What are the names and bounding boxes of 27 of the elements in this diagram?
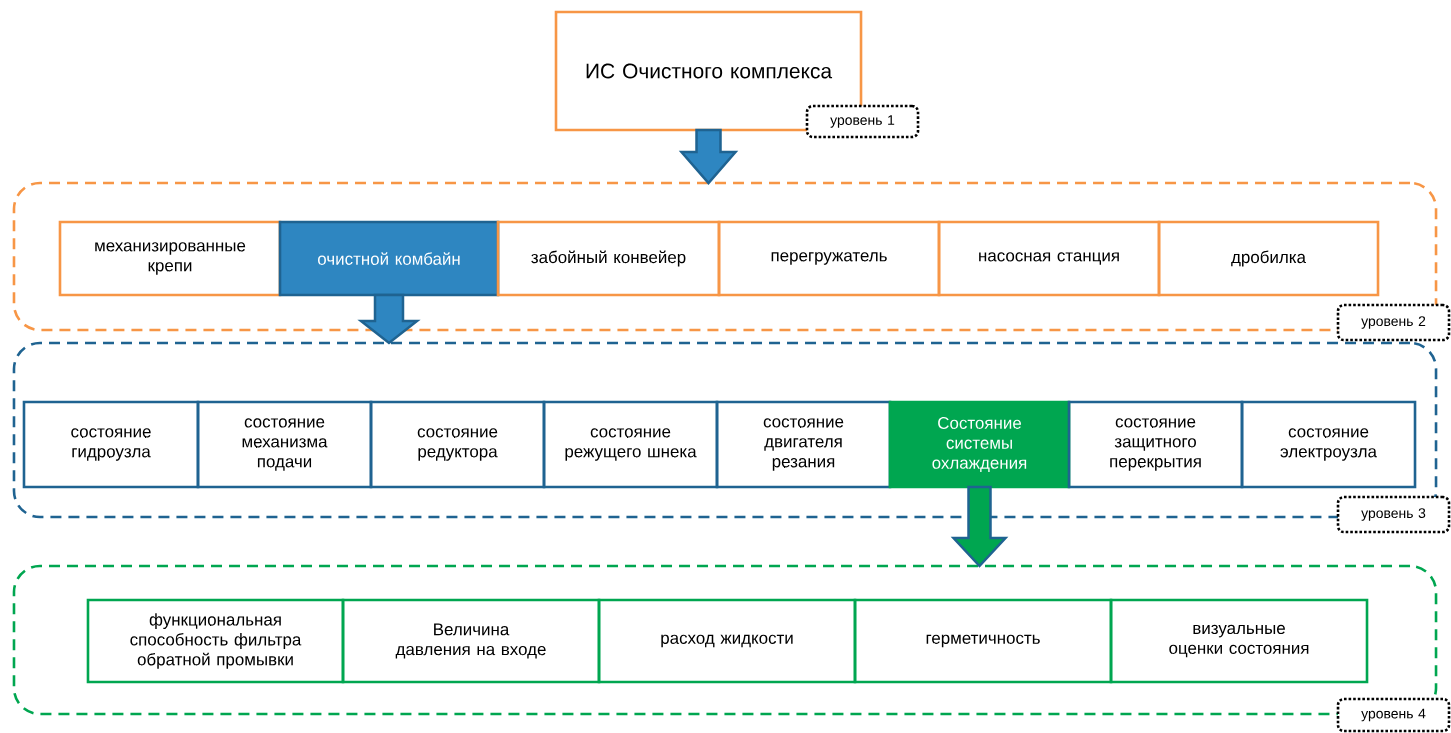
parameter-box: Величина давления на входе [341,598,601,684]
block-arrow [950,485,1009,568]
state-box: состояние гидроузла [22,400,200,489]
component-box: забойный конвейер [496,220,721,297]
level-frame [12,181,1438,332]
level-tag: уровень 1 [805,104,920,139]
level-frame [12,341,1438,519]
parameter-box: визуальные оценки состояния [1109,598,1369,684]
block-arrow [678,128,739,185]
parameter-box: функциональная способность фильтра обратной промывки [86,598,345,684]
component-box: насосная станция [937,220,1161,297]
state-box: состояние механизма подачи [196,400,373,489]
level-tag: уровень 3 [1336,495,1451,534]
state-box: Состояние системы охлаждения [888,400,1071,489]
state-box: состояние электроузла [1240,400,1417,489]
parameter-box: расход жидкости [597,598,857,684]
component-box: механизированные крепи [58,220,282,297]
level-tag: уровень 4 [1336,697,1451,733]
state-box: состояние редуктора [369,400,546,489]
component-box: дробилка [1157,220,1380,297]
component-box: очистной комбайн [278,220,500,297]
state-box: состояние защитного перекрытия [1067,400,1244,489]
parameter-box: герметичность [853,598,1113,684]
block-arrow [357,293,421,345]
component-box: перегружатель [717,220,941,297]
level-tag: уровень 2 [1336,303,1451,342]
state-box: состояние режущего шнека [542,400,719,489]
